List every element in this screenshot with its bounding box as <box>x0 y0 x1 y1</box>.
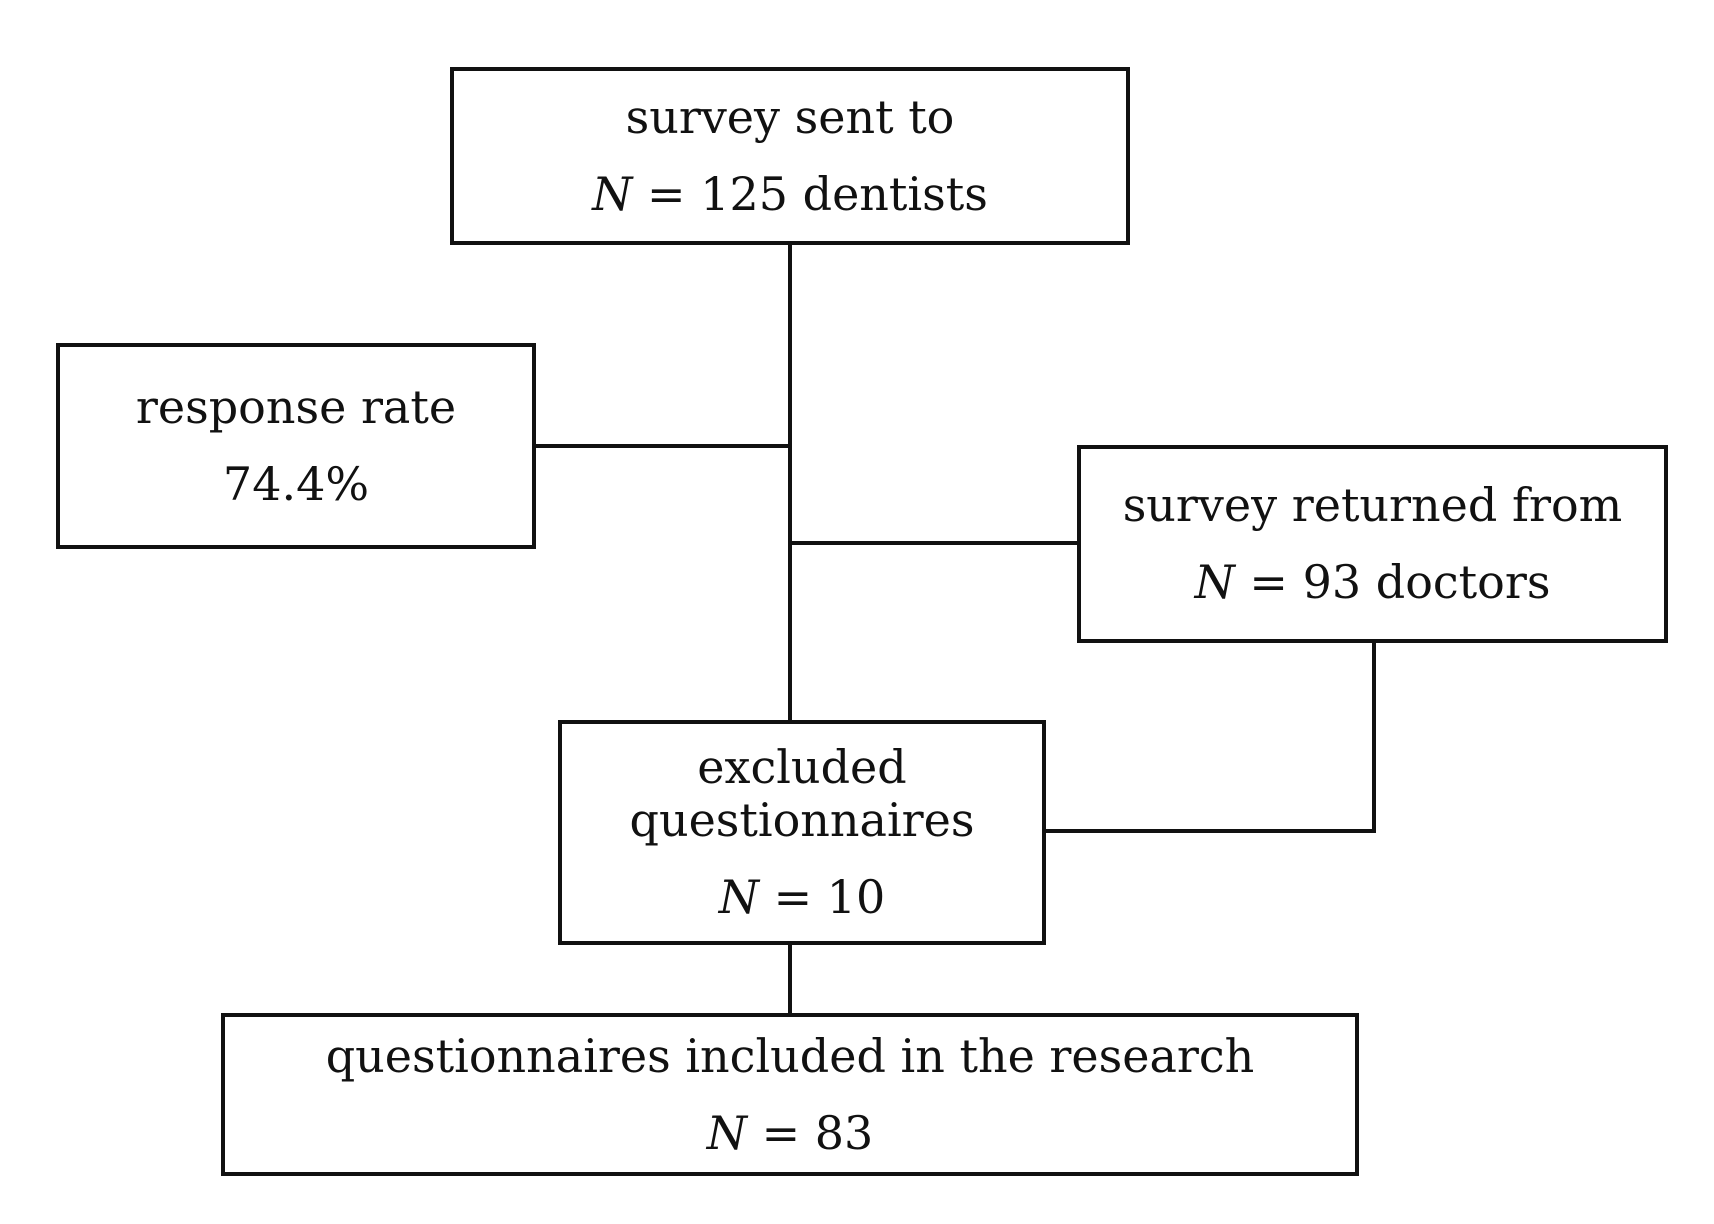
survey-sent-count: N = 125 dentists <box>592 168 988 221</box>
excluded-count: N = 10 <box>718 869 886 924</box>
response-rate-label: response rate <box>135 380 457 435</box>
survey-returned-count-value: = 93 doctors <box>1234 555 1551 609</box>
excluded-label-line2: questionnaires <box>629 793 975 848</box>
connector-to-response-rate <box>534 444 792 448</box>
survey-sent-label: survey sent to <box>625 90 955 145</box>
excluded-label-line1: excluded <box>697 740 907 795</box>
included-count-value: = 83 <box>746 1105 874 1160</box>
box-excluded: excluded questionnaires N = 10 <box>558 720 1046 945</box>
survey-returned-count: N = 93 doctors <box>1195 556 1551 609</box>
connector-main-vertical <box>788 244 792 724</box>
connector-to-excluded <box>1042 829 1376 833</box>
included-label: questionnaires included in the research <box>325 1028 1255 1083</box>
n-symbol: N <box>718 869 759 924</box>
connector-to-survey-returned <box>788 541 1080 545</box>
box-response-rate: response rate 74.4% <box>56 343 536 549</box>
response-rate-value: 74.4% <box>222 457 370 511</box>
box-survey-returned: survey returned from N = 93 doctors <box>1077 445 1668 643</box>
survey-sent-count-value: = 125 dentists <box>632 167 988 221</box>
n-symbol: N <box>706 1105 747 1160</box>
connector-returned-down <box>1372 640 1376 833</box>
excluded-count-value: = 10 <box>758 869 886 924</box>
connector-to-included <box>788 942 792 1016</box>
box-included: questionnaires included in the research … <box>221 1013 1359 1176</box>
survey-returned-label: survey returned from <box>1122 478 1623 533</box>
n-symbol: N <box>1194 555 1235 609</box>
n-symbol: N <box>592 167 633 221</box>
included-count: N = 83 <box>706 1105 874 1160</box>
box-survey-sent: survey sent to N = 125 dentists <box>450 67 1130 245</box>
